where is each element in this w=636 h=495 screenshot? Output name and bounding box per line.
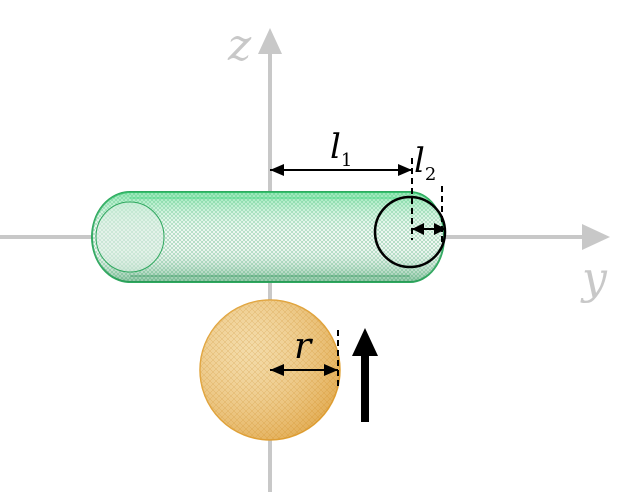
l1-symbol: l: [330, 127, 341, 167]
torus-left-tube-section: [95, 201, 165, 273]
torus: [91, 191, 447, 283]
l1-subscript: 1: [341, 150, 352, 171]
torus-cross-section-circle: [373, 195, 447, 269]
l2-symbol: l: [414, 141, 425, 181]
y-axis-arrowhead: [582, 224, 610, 250]
l2-dimension: [412, 186, 446, 242]
l2-label: l2: [414, 141, 436, 185]
l1-label: l1: [330, 127, 352, 171]
l1-dimension: [270, 158, 413, 240]
r-label: r: [294, 326, 313, 367]
r-dimension: [270, 330, 339, 390]
z-axis-arrowhead: [258, 28, 282, 54]
l2-subscript: 2: [425, 164, 436, 185]
upward-motion-arrow: [352, 328, 378, 422]
z-axis-label: z: [227, 20, 252, 71]
y-axis-label: y: [580, 253, 608, 304]
